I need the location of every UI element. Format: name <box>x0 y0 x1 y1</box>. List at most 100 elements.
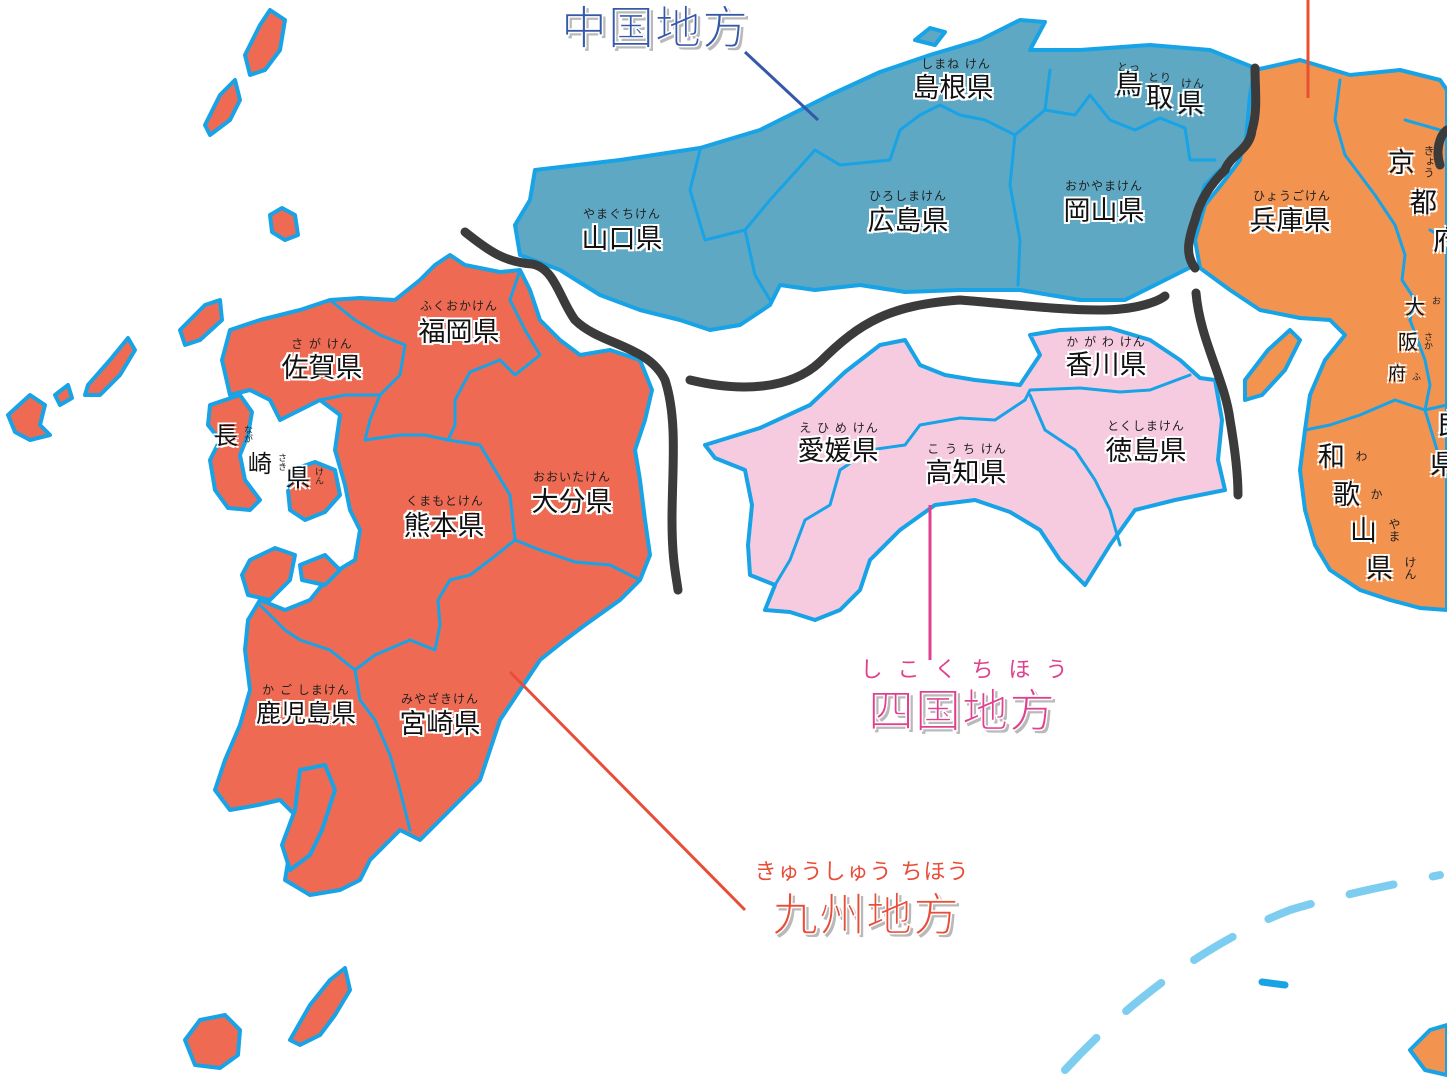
tottori-ruby-2: とり <box>1148 71 1172 84</box>
tottori-char-1[interactable]: 鳥 <box>1115 70 1142 101</box>
saga-label[interactable]: 佐賀県 <box>281 353 363 384</box>
nagasaki-char-2[interactable]: 崎 <box>248 450 272 478</box>
tottori-char-2[interactable]: 取 <box>1146 83 1173 114</box>
shimabara-peninsula[interactable] <box>286 460 342 522</box>
chugoku-region-land <box>513 18 1257 332</box>
hyogo-label[interactable]: 兵庫県 <box>1249 206 1331 237</box>
border-hiroshima-okayama <box>1008 133 1022 287</box>
kagawa-label[interactable]: 香川県 <box>1065 350 1147 381</box>
hiroshima-label[interactable]: 広島県 <box>867 206 949 237</box>
chugoku-mainland[interactable] <box>513 18 1257 332</box>
okayama-label[interactable]: 岡山県 <box>1063 196 1145 227</box>
tokushima-ruby: とくしまけん <box>1107 419 1185 433</box>
fukuoka-label[interactable]: 福岡県 <box>418 317 500 348</box>
kinki-region-land <box>1193 58 1447 1077</box>
tanegashima-island[interactable] <box>288 966 352 1047</box>
hiroshima-ruby: ひろしまけん <box>868 189 948 203</box>
nagasaki-peninsula[interactable] <box>206 393 262 512</box>
leader-lines <box>508 0 1310 912</box>
nagasaki-ruby-3: けん <box>313 467 323 485</box>
saga-ruby: さ が けん <box>291 337 353 351</box>
border-kagawa-tokushima <box>1023 373 1192 402</box>
kinki-prefecture-borders <box>1303 78 1447 472</box>
osaka-char-3[interactable]: 府 <box>1388 364 1406 385</box>
nagasaki-char-1[interactable]: 長 <box>214 422 238 450</box>
tottori-char-3[interactable]: 県 <box>1177 89 1204 120</box>
wakayama-char-1[interactable]: 和 <box>1318 442 1345 473</box>
oita-label[interactable]: 大分県 <box>531 487 613 518</box>
kumamoto-label[interactable]: 熊本県 <box>403 511 485 542</box>
osaka-char-2[interactable]: 阪 <box>1398 330 1418 354</box>
kyoto-char-3[interactable]: 府 <box>1433 226 1447 257</box>
kyoto-char-1[interactable]: 京 <box>1388 148 1415 179</box>
yamaguchi-ruby: やまぐちけん <box>582 207 662 221</box>
kyoto-char-2[interactable]: 都 <box>1410 188 1437 219</box>
dogo-islet[interactable] <box>913 26 947 47</box>
kyushu-mainland[interactable] <box>213 253 654 897</box>
goto-islands[interactable] <box>6 336 137 442</box>
shikoku-region-title[interactable]: 四国地方 <box>867 684 1056 738</box>
border-kumamoto-miyazaki <box>353 538 517 672</box>
nara-char-1[interactable]: 良 <box>1436 412 1447 439</box>
border-fukuoka-kumamoto <box>363 393 517 542</box>
border-okayama-tottori <box>1043 93 1217 162</box>
awaji-island[interactable] <box>1243 328 1302 402</box>
osaka-ruby-2: さか <box>1422 332 1432 350</box>
islet-bottom-right[interactable] <box>1408 1023 1447 1077</box>
leader-kyushu <box>508 670 747 912</box>
chugoku-region-title[interactable]: 中国地方 <box>560 1 749 55</box>
kochi-label[interactable]: 高知県 <box>925 458 1007 489</box>
border-yamaguchi-hiroshima <box>743 228 772 302</box>
kyushu-region-title[interactable]: 九州地方 <box>771 888 960 942</box>
osaka-ruby-3: ふ <box>1410 372 1420 381</box>
sea-route-lines <box>1061 871 1444 1074</box>
iki-tsushima-islands[interactable] <box>178 8 300 347</box>
border-fukuoka-oita <box>446 268 542 442</box>
amakusa-islands[interactable] <box>240 546 342 602</box>
shikoku-region-land <box>703 326 1227 622</box>
kagoshima-label[interactable]: 鹿児島県 <box>255 699 357 728</box>
border-kochi-tokushima <box>1028 393 1122 547</box>
wakayama-ruby-4: けん <box>1403 556 1417 580</box>
border-hyogo-kyoto <box>1333 78 1417 322</box>
hyogo-ruby: ひょうごけん <box>1252 189 1332 203</box>
wakayama-char-4[interactable]: 県 <box>1366 554 1393 585</box>
border-ehime-kochi <box>838 398 1027 472</box>
tottori-ruby-3: けん <box>1181 77 1205 90</box>
sea-route-islet <box>1258 978 1289 989</box>
wakayama-char-3[interactable]: 山 <box>1350 516 1377 547</box>
shimane-label[interactable]: 島根県 <box>912 73 994 104</box>
shikoku-prefecture-borders <box>773 373 1192 587</box>
miyazaki-label[interactable]: 宮崎県 <box>399 709 481 740</box>
kyushu-region-ruby: きゅうしゅう ちほう <box>754 860 970 885</box>
border-oita-miyazaki <box>513 538 642 582</box>
kyushu-prefecture-borders <box>258 268 642 832</box>
wakayama-char-2[interactable]: 歌 <box>1333 480 1360 511</box>
sea-route-nansei <box>1061 871 1444 1074</box>
ehime-label[interactable]: 愛媛県 <box>797 436 879 467</box>
kochi-ruby: こ う ち けん <box>927 442 1007 456</box>
shimane-ruby: しまね けん <box>921 57 991 71</box>
kinki-mainland[interactable] <box>1193 58 1447 612</box>
shikoku-island[interactable] <box>703 326 1227 622</box>
osaka-char-1[interactable]: 大 <box>1405 295 1425 319</box>
oita-ruby: おおいたけん <box>532 470 612 484</box>
wakayama-ruby-2: か <box>1369 488 1383 500</box>
border-kagoshima-kumamoto <box>258 603 357 672</box>
nagasaki-char-3[interactable]: 県 <box>286 464 310 492</box>
chugoku-prefecture-borders <box>688 68 1217 302</box>
yamaguchi-label[interactable]: 山口県 <box>581 224 663 255</box>
tokushima-label[interactable]: 徳島県 <box>1105 436 1187 467</box>
divider-chugoku-shikoku <box>685 291 1170 392</box>
wakayama-ruby-3: やま <box>1387 518 1401 542</box>
miyazaki-ruby: みやざきけん <box>400 692 480 706</box>
border-osaka-nara <box>1408 318 1447 412</box>
kyoto-ruby: きょう <box>1422 145 1435 178</box>
border-kyoto-east <box>1403 118 1447 242</box>
satsuma-inlet-land[interactable] <box>280 763 337 872</box>
tottori-ruby-1: とっ <box>1117 61 1141 74</box>
yakushima-island[interactable] <box>183 1013 242 1070</box>
nara-char-2[interactable]: 県 <box>1430 450 1447 481</box>
kagoshima-ruby: か ご しまけん <box>262 683 350 697</box>
